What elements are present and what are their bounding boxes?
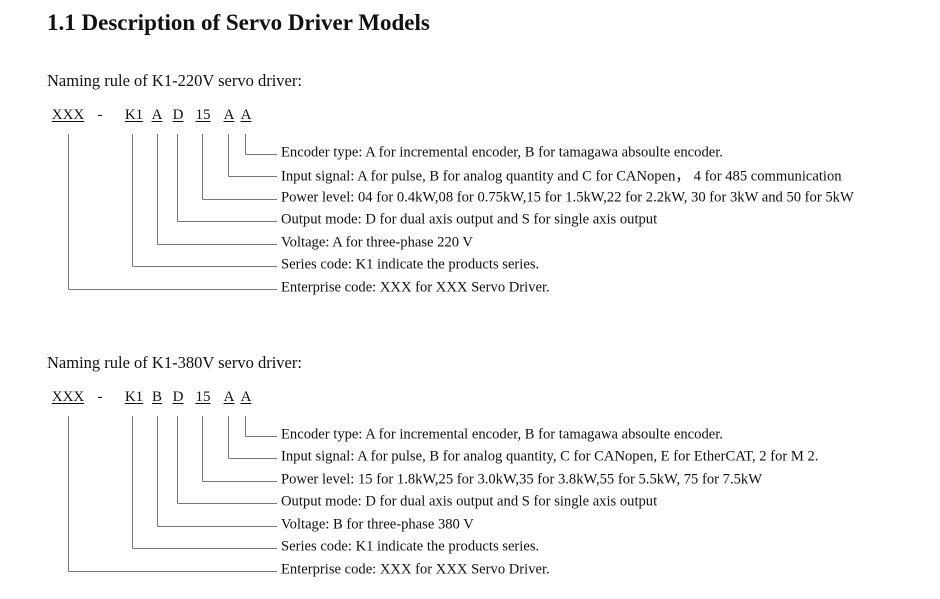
naming-field-description: Power level: 15 for 1.8kW,25 for 3.0kW,3… (281, 471, 762, 488)
naming-field-description: Input signal: A for pulse, B for analog … (281, 168, 842, 185)
code-segment: A (223, 107, 235, 123)
naming-field-description: Input signal: A for pulse, B for analog … (281, 448, 819, 465)
code-segment: 15 (195, 389, 211, 405)
connector-lines (68, 416, 277, 572)
connector-lines (68, 134, 277, 290)
naming-field-description: Output mode: D for dual axis output and … (281, 211, 658, 228)
section-heading-220v: Naming rule of K1-220V servo driver: (47, 71, 302, 90)
naming-field-description: Output mode: D for dual axis output and … (281, 493, 658, 510)
code-segment: 15 (195, 107, 211, 123)
naming-field-description: Enterprise code: XXX for XXX Servo Drive… (281, 279, 550, 296)
code-segment: K1 (124, 389, 144, 405)
code-segment: K1 (124, 107, 144, 123)
code-segment: A (151, 107, 163, 123)
naming-field-description: Voltage: B for three-phase 380 V (281, 516, 474, 533)
section-heading-380v: Naming rule of K1-380V servo driver: (47, 353, 302, 372)
naming-field-description: Enterprise code: XXX for XXX Servo Drive… (281, 561, 550, 578)
code-segment: XXX (51, 107, 85, 123)
page-title: 1.1 Description of Servo Driver Models (47, 10, 430, 35)
naming-field-description: Encoder type: A for incremental encoder,… (281, 144, 723, 161)
naming-field-description: Series code: K1 indicate the products se… (281, 538, 540, 555)
code-segment: A (240, 389, 252, 405)
naming-field-description: Power level: 04 for 0.4kW,08 for 0.75kW,… (281, 189, 854, 206)
code-segment: XXX (51, 389, 85, 405)
code-segment: D (172, 389, 184, 405)
code-segment: - (97, 389, 103, 405)
naming-field-description: Voltage: A for three-phase 220 V (281, 234, 473, 251)
code-segment: A (223, 389, 235, 405)
naming-field-description: Encoder type: A for incremental encoder,… (281, 426, 723, 443)
naming-field-description: Series code: K1 indicate the products se… (281, 256, 540, 273)
code-segment: A (240, 107, 252, 123)
code-segment: B (151, 389, 163, 405)
code-segment: D (172, 107, 184, 123)
code-segment: - (97, 107, 103, 123)
